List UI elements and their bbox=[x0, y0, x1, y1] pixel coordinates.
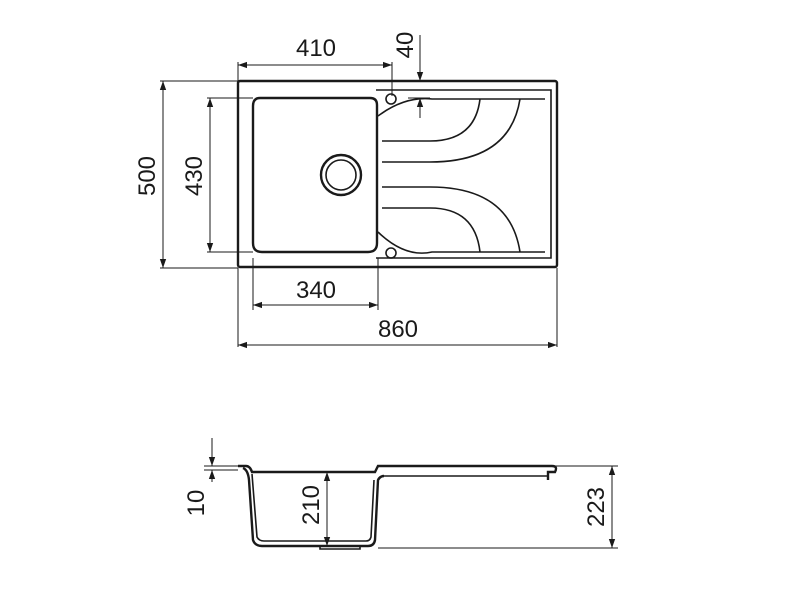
dim-rim-thickness: 10 bbox=[183, 490, 210, 517]
drainer-grooves bbox=[377, 97, 545, 254]
dim-overall-width: 860 bbox=[378, 316, 418, 343]
dim-overall-depth: 500 bbox=[134, 156, 161, 196]
sink-top-view: 860 340 410 500 430 40 bbox=[134, 32, 559, 349]
dim-hole-offset: 410 bbox=[296, 35, 336, 62]
dim-hole-setback: 40 bbox=[392, 32, 419, 59]
side-bowl-inner bbox=[251, 473, 375, 542]
bowl-outline bbox=[251, 96, 379, 254]
tap-hole-bottom bbox=[385, 247, 397, 259]
side-top-surface bbox=[238, 464, 558, 480]
sink-side-view: 10 210 223 bbox=[183, 438, 618, 550]
dim-overall-height: 223 bbox=[583, 487, 610, 527]
tap-hole-top bbox=[385, 93, 397, 105]
extension-lines-top bbox=[160, 62, 558, 347]
side-bowl-outer bbox=[242, 466, 385, 548]
drain-outer bbox=[319, 153, 363, 197]
dim-bowl-width: 340 bbox=[296, 277, 336, 304]
drain-inner bbox=[325, 159, 357, 191]
extension-lines-side bbox=[204, 465, 618, 549]
dim-bowl-depth: 430 bbox=[181, 156, 208, 196]
sink-outline bbox=[236, 79, 559, 269]
side-drain-stub bbox=[319, 546, 361, 550]
dim-bowl-height: 210 bbox=[298, 485, 325, 525]
drainer-rim bbox=[376, 89, 552, 259]
